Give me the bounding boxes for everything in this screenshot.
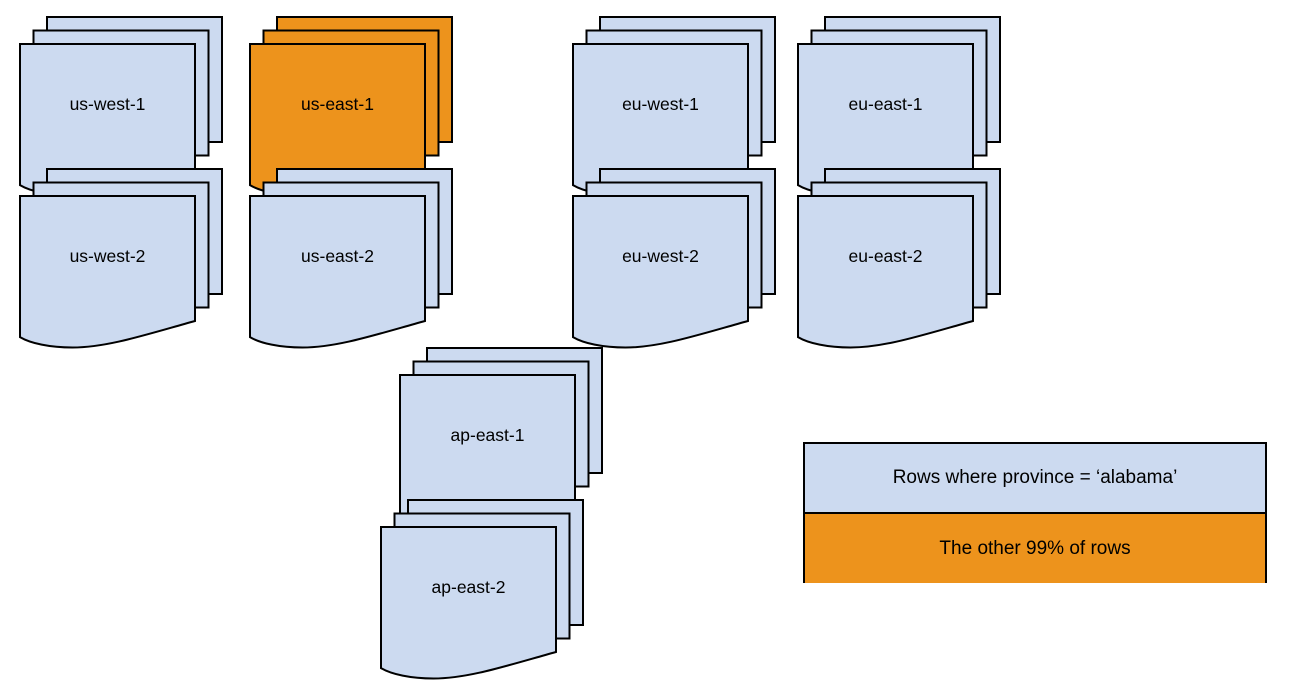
legend-label-normal: Rows where province = ‘alabama’ <box>892 467 1178 488</box>
document-stack-us-east-1[interactable] <box>249 16 453 197</box>
legend-item-normal: Rows where province = ‘alabama’ <box>805 444 1265 514</box>
document-stack-eu-east-1[interactable] <box>797 16 1001 197</box>
document-stack-eu-west-1[interactable] <box>572 16 776 197</box>
document-stack-us-west-2[interactable] <box>19 168 223 349</box>
document-stack-us-east-2[interactable] <box>249 168 453 349</box>
legend-item-highlight: The other 99% of rows <box>805 514 1265 583</box>
document-sheet-front-eu-east-2 <box>797 195 974 349</box>
document-stack-eu-west-2[interactable] <box>572 168 776 349</box>
document-sheet-front-ap-east-2 <box>380 526 557 680</box>
document-sheet-front-eu-west-2 <box>572 195 749 349</box>
document-sheet-front-us-west-2 <box>19 195 196 349</box>
legend: Rows where province = ‘alabama’ The othe… <box>803 442 1267 583</box>
document-stack-ap-east-1[interactable] <box>399 347 603 528</box>
legend-label-highlight: The other 99% of rows <box>939 537 1131 559</box>
document-sheet-front-us-east-2 <box>249 195 426 349</box>
document-stack-eu-east-2[interactable] <box>797 168 1001 349</box>
document-stack-us-west-1[interactable] <box>19 16 223 197</box>
document-stack-ap-east-2[interactable] <box>380 499 584 680</box>
